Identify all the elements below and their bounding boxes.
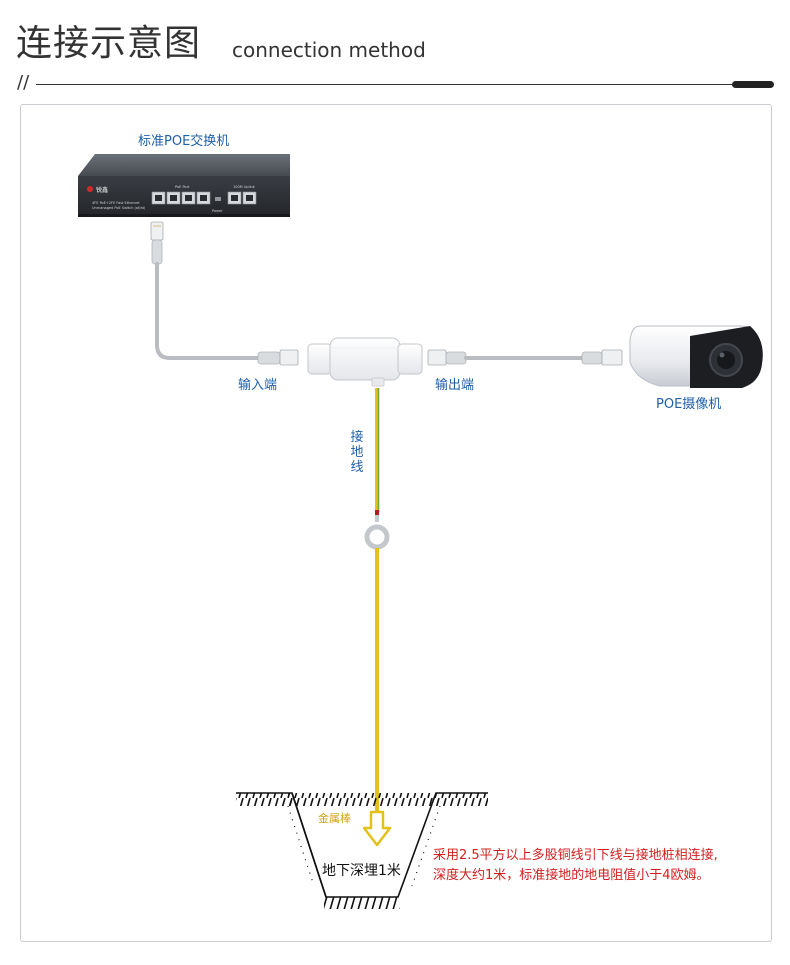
ring-terminal-icon: [364, 524, 390, 550]
metal-rod-arrow-icon: [362, 810, 392, 847]
switch-port-group1: PoE Port: [175, 185, 190, 189]
note-line-2: 深度大约1米，标准接地的地电阻值小于4欧姆。: [433, 868, 710, 883]
divider-slash: //: [17, 72, 30, 93]
output-label: 输出端: [435, 378, 475, 393]
input-rj45-plug: [257, 349, 299, 366]
divider-cap: [732, 81, 774, 88]
poe-camera: [629, 325, 763, 388]
page-title-en: connection method: [232, 38, 426, 62]
note-line-1: 采用2.5平方以上多股铜线引下线与接地桩相连接,: [433, 848, 718, 863]
ground-wire: [364, 388, 390, 822]
switch-model-line1: 4FE PoE+2FE Fast Ethernet: [92, 201, 140, 205]
cable-switch-to-arrester: [155, 262, 264, 360]
depth-label: 地下深埋1米: [322, 863, 401, 879]
switch-rj45-plug: [150, 221, 164, 265]
camera-rj45-plug: [581, 349, 623, 366]
switch-model-line2: Unmanaged PoE Switch (af/at): [92, 206, 146, 210]
switch-power-label: Power: [212, 209, 223, 213]
metal-rod-label: 金属棒: [318, 812, 351, 825]
poe-switch: 锐鑫 4FE PoE+2FE Fast Ethernet Unmanaged P…: [78, 154, 290, 217]
divider-line: [36, 84, 772, 85]
grounding-note: 采用2.5平方以上多股铜线引下线与接地桩相连接, 深度大约1米，标准接地的地电阻…: [433, 846, 778, 886]
page-title-cn: 连接示意图: [16, 23, 202, 64]
diagram-frame: [20, 104, 772, 942]
camera-label: POE摄像机: [656, 397, 722, 412]
switch-label: 标准POE交换机: [138, 134, 230, 149]
input-label: 输入端: [238, 378, 278, 393]
brand-logo-icon: [87, 186, 93, 192]
surge-arrester: [307, 337, 423, 387]
output-rj45-plug: [427, 349, 467, 366]
switch-port-group2: 100M Uplink: [233, 185, 256, 189]
ground-pit: [236, 792, 488, 909]
ground-wire-label: 接地线: [350, 430, 364, 475]
switch-brand: 锐鑫: [96, 186, 108, 194]
